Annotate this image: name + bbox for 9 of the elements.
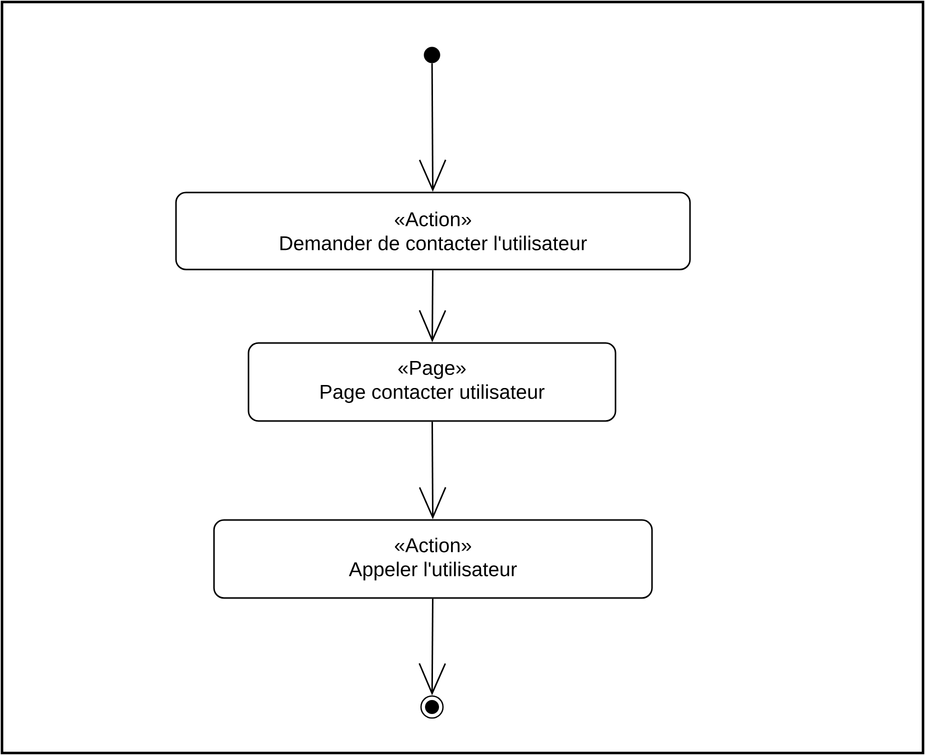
page-box: «Page» Page contacter utilisateur	[248, 342, 616, 422]
action-box: «Action» Appeler l'utilisateur	[213, 519, 653, 599]
initial-node	[424, 46, 440, 64]
action-box: «Action» Demander de contacter l'utilisateur	[175, 192, 691, 270]
arrow	[418, 270, 446, 342]
arrow	[418, 422, 446, 520]
arrow	[418, 63, 446, 192]
final-node	[420, 695, 444, 719]
arrow	[418, 598, 446, 696]
